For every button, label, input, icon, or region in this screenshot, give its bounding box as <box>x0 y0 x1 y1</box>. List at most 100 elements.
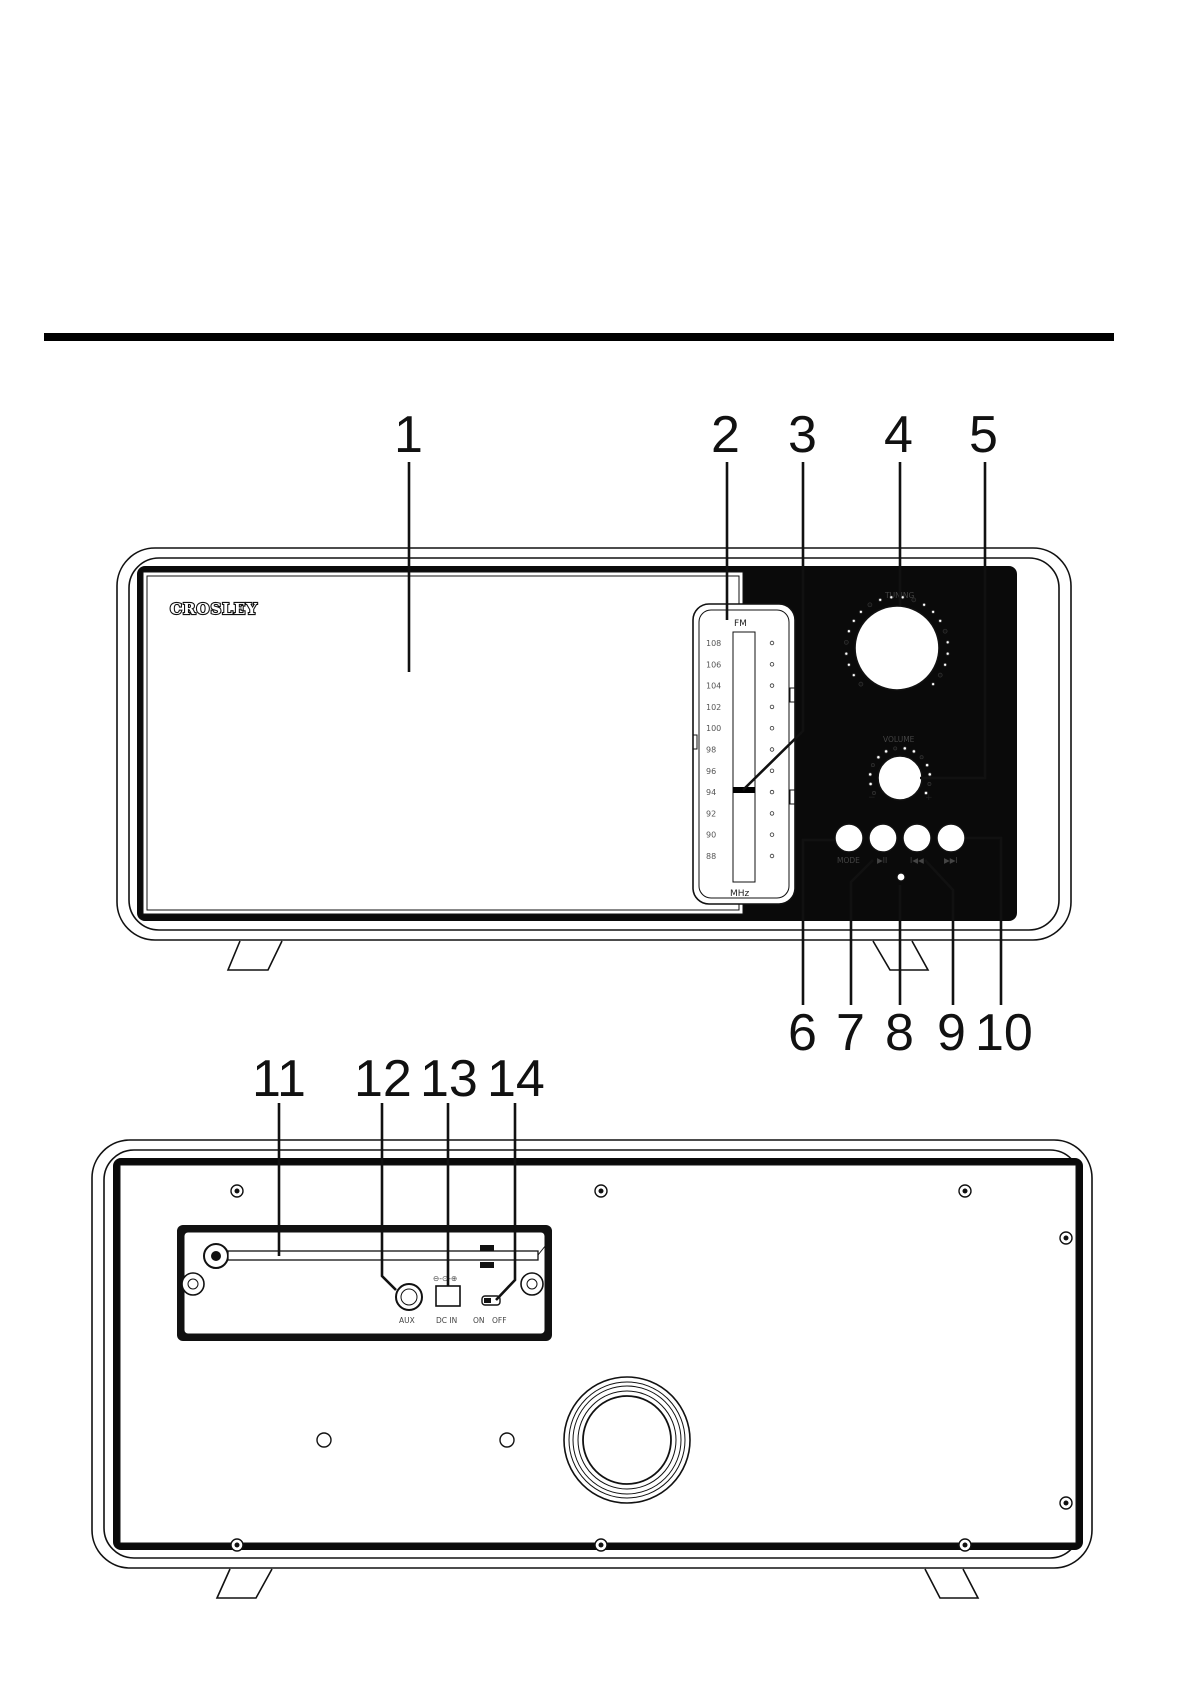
screw-icon <box>231 1185 243 1197</box>
dial-scale-label: 102 <box>706 703 721 712</box>
tuning-scale-dot <box>932 610 935 613</box>
tuning-scale-dot <box>844 640 848 644</box>
back-callouts: 11 12 13 14 <box>252 1050 545 1108</box>
dial-scale-dot <box>770 705 774 709</box>
dial-scale-label: 94 <box>706 788 716 797</box>
callout-5: 5 <box>969 406 998 464</box>
tuning-scale-dot <box>923 603 926 606</box>
volume-scale-dot <box>926 764 929 767</box>
callout-12: 12 <box>354 1050 412 1108</box>
tuning-scale-dot <box>859 610 862 613</box>
indicator-led <box>897 873 905 881</box>
dial-scale-dot <box>770 790 774 794</box>
dial-scale-label: 106 <box>706 660 721 669</box>
mounting-hole <box>500 1433 514 1447</box>
dial-scale-dot <box>770 769 774 773</box>
callout-14: 14 <box>487 1050 545 1108</box>
dial-scale-dot <box>770 641 774 645</box>
dc-in-label: DC IN <box>436 1316 457 1325</box>
volume-scale-dot <box>894 747 897 750</box>
aux-label: AUX <box>399 1316 415 1325</box>
volume-scale-dot <box>928 773 931 776</box>
dial-scale-dot <box>770 854 774 858</box>
dial-scale-label: 88 <box>706 852 716 861</box>
bass-reflex-port <box>564 1377 690 1503</box>
volume-scale-dot <box>877 756 880 759</box>
play-pause-icon: ▶II <box>877 856 887 865</box>
callout-2: 2 <box>711 406 740 464</box>
dial-scale-dot <box>770 663 774 667</box>
tuning-scale-dot <box>847 630 850 633</box>
back-view: AUX ⊖-⊙-⊕ DC IN ON OFF <box>92 1140 1092 1598</box>
tuning-scale-dot <box>859 682 863 686</box>
off-label: OFF <box>492 1316 507 1325</box>
tuning-scale-dot <box>852 674 855 677</box>
mounting-hole <box>317 1433 331 1447</box>
dial-scale-label: 100 <box>706 724 721 733</box>
dial-scale-label: 92 <box>706 809 716 818</box>
volume-plus-label: + <box>925 793 933 803</box>
callout-3: 3 <box>788 406 817 464</box>
screw-icon <box>595 1539 607 1551</box>
tuning-scale-dot <box>879 598 882 601</box>
tuning-scale-dot <box>912 598 916 602</box>
callout-8: 8 <box>885 1004 914 1062</box>
tuning-scale-dot <box>932 683 935 686</box>
volume-scale-dot <box>903 747 906 750</box>
volume-scale-dot <box>869 782 872 785</box>
dc-polarity-symbol: ⊖-⊙-⊕ <box>433 1274 457 1283</box>
tuning-scale-dot <box>847 663 850 666</box>
volume-scale-dot <box>869 773 872 776</box>
screw-icon <box>959 1185 971 1197</box>
volume-scale-dot <box>885 750 888 753</box>
tuning-scale-dot <box>868 603 872 607</box>
screw-icon <box>1060 1497 1072 1509</box>
callout-10: 10 <box>975 1004 1033 1062</box>
connector-panel: AUX ⊖-⊙-⊕ DC IN ON OFF <box>177 1225 552 1341</box>
mode-label: MODE <box>837 856 860 865</box>
next-icon: ▶▶I <box>944 856 958 865</box>
header-rule <box>44 333 1114 341</box>
tuning-scale-dot <box>845 652 848 655</box>
dial-scale-dot <box>770 748 774 752</box>
volume-minus-label: − <box>868 793 876 803</box>
volume-scale-dot <box>920 756 923 759</box>
callout-11: 11 <box>252 1050 306 1108</box>
dial-band-label: FM <box>734 619 747 629</box>
previous-icon: I◀◀ <box>910 856 924 865</box>
back-right-foot <box>925 1569 978 1598</box>
tuning-scale-dot <box>890 596 893 599</box>
tuning-scale-dot <box>852 619 855 622</box>
dc-in-jack[interactable]: ⊖-⊙-⊕ DC IN <box>433 1274 460 1325</box>
callout-13: 13 <box>420 1050 478 1108</box>
tuning-scale-dot <box>901 596 904 599</box>
front-view: CROSLEY FM MHz 1081061041021009896949290… <box>117 548 1071 970</box>
speaker-grille <box>143 572 743 914</box>
screw-icon <box>1060 1232 1072 1244</box>
front-left-foot <box>228 941 282 970</box>
dial-scale-dot <box>770 833 774 837</box>
screw-icon <box>959 1539 971 1551</box>
callout-1: 1 <box>394 406 423 464</box>
back-left-foot <box>217 1569 272 1598</box>
volume-scale-dot <box>871 764 874 767</box>
tuning-scale-dot <box>938 673 942 677</box>
dial-scale-label: 104 <box>706 682 721 691</box>
screw-icon <box>231 1539 243 1551</box>
callout-9: 9 <box>937 1004 966 1062</box>
callout-4: 4 <box>884 406 913 464</box>
callout-7: 7 <box>836 1004 865 1062</box>
tuning-scale-dot <box>943 629 947 633</box>
tuning-scale-dot <box>939 619 942 622</box>
on-label: ON <box>473 1316 485 1325</box>
tuning-scale-dot <box>946 641 949 644</box>
dial-scale-label: 98 <box>706 746 716 755</box>
volume-scale-dot <box>928 782 931 785</box>
screw-icon <box>595 1185 607 1197</box>
dial-scale-label: 108 <box>706 639 721 648</box>
mode-button[interactable]: MODE <box>835 824 863 865</box>
callout-6: 6 <box>788 1004 817 1062</box>
dial-scale-label: 96 <box>706 767 716 776</box>
dial-scale-label: 90 <box>706 831 716 840</box>
